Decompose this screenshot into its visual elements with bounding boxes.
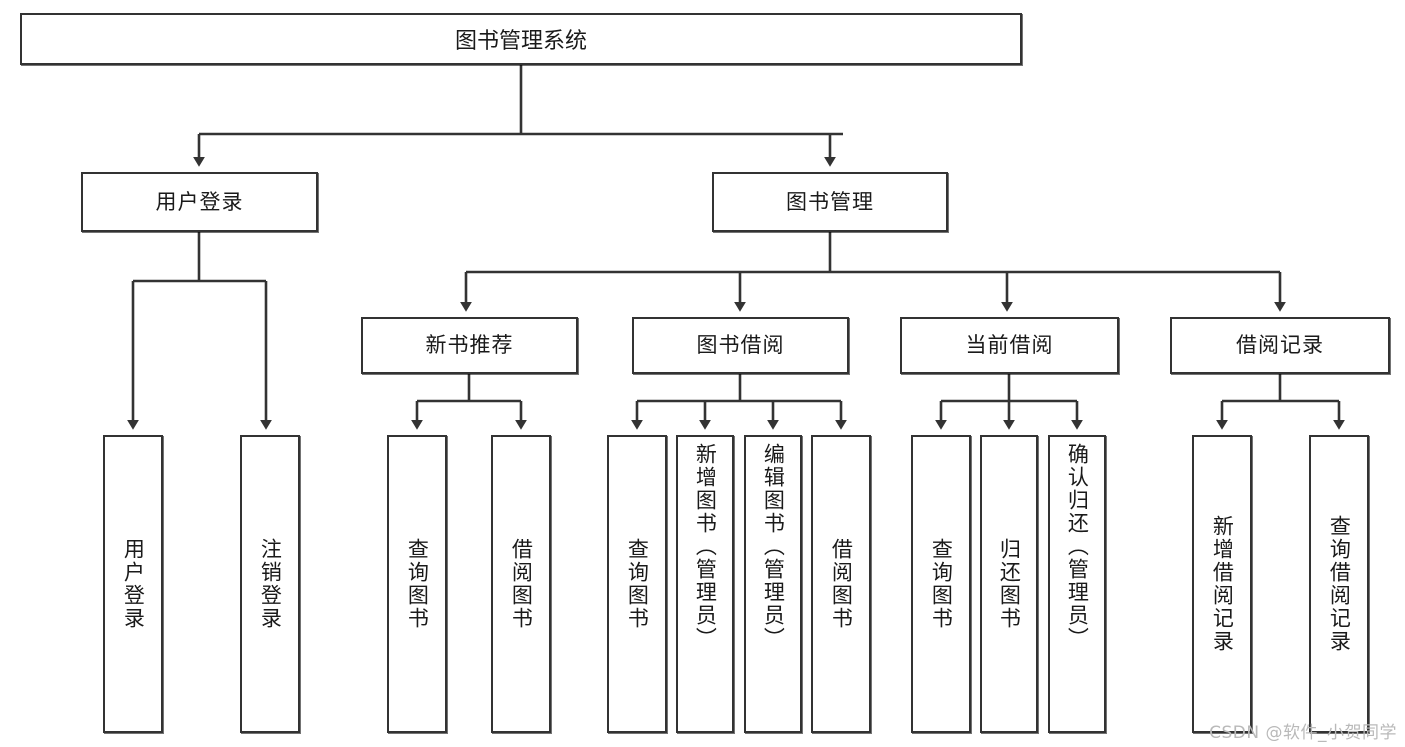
leaf-book-borrow-query-book[interactable]: 查询图书 xyxy=(607,435,667,733)
node-new-book-recommend[interactable]: 新书推荐 xyxy=(361,317,578,374)
node-book-borrow[interactable]: 图书借阅 xyxy=(632,317,849,374)
watermark-text: CSDN @软件_小贺同学 xyxy=(1209,723,1397,743)
node-label: 借阅记录 xyxy=(1236,333,1324,358)
node-current-borrow[interactable]: 当前借阅 xyxy=(900,317,1119,374)
leaf-label: 确认归还（管理员） xyxy=(1065,443,1090,650)
leaf-borrow-record-add-record[interactable]: 新增借阅记录 xyxy=(1192,435,1252,733)
leaf-book-borrow-borrow-book[interactable]: 借阅图书 xyxy=(811,435,871,733)
node-label: 图书借阅 xyxy=(696,333,785,358)
leaf-label: 用户登录 xyxy=(121,538,146,630)
leaf-book-borrow-edit-book-admin[interactable]: 编辑图书（管理员） xyxy=(744,435,802,733)
node-label: 新书推荐 xyxy=(425,333,514,358)
node-label: 图书管理系统 xyxy=(454,29,587,54)
leaf-label: 借阅图书 xyxy=(829,538,854,630)
leaf-new-book-borrow-book[interactable]: 借阅图书 xyxy=(491,435,551,733)
node-borrow-record[interactable]: 借阅记录 xyxy=(1170,317,1390,374)
node-label: 当前借阅 xyxy=(965,333,1054,358)
leaf-borrow-record-query-record[interactable]: 查询借阅记录 xyxy=(1309,435,1369,733)
leaf-book-borrow-add-book-admin[interactable]: 新增图书（管理员） xyxy=(676,435,734,733)
leaf-current-borrow-return-book[interactable]: 归还图书 xyxy=(980,435,1038,733)
leaf-label: 新增借阅记录 xyxy=(1210,515,1235,653)
leaf-label: 借阅图书 xyxy=(509,538,534,630)
leaf-label: 编辑图书（管理员） xyxy=(761,443,786,650)
node-root-book-management-system[interactable]: 图书管理系统 xyxy=(20,13,1022,65)
node-user-login[interactable]: 用户登录 xyxy=(81,172,318,232)
node-label: 用户登录 xyxy=(155,189,244,214)
leaf-label: 查询图书 xyxy=(929,538,954,630)
leaf-label: 归还图书 xyxy=(997,538,1022,630)
leaf-new-book-query-book[interactable]: 查询图书 xyxy=(387,435,447,733)
node-label: 图书管理 xyxy=(786,189,874,214)
leaf-current-borrow-query-book[interactable]: 查询图书 xyxy=(911,435,971,733)
leaf-label: 新增图书（管理员） xyxy=(693,443,718,650)
leaf-label: 注销登录 xyxy=(258,538,283,630)
leaf-user-login-login[interactable]: 用户登录 xyxy=(103,435,163,733)
leaf-label: 查询图书 xyxy=(625,538,650,630)
leaf-label: 查询借阅记录 xyxy=(1327,515,1352,653)
leaf-current-borrow-confirm-return-admin[interactable]: 确认归还（管理员） xyxy=(1048,435,1106,733)
leaf-label: 查询图书 xyxy=(405,538,430,630)
leaf-user-login-logout[interactable]: 注销登录 xyxy=(240,435,300,733)
node-book-management[interactable]: 图书管理 xyxy=(712,172,948,232)
